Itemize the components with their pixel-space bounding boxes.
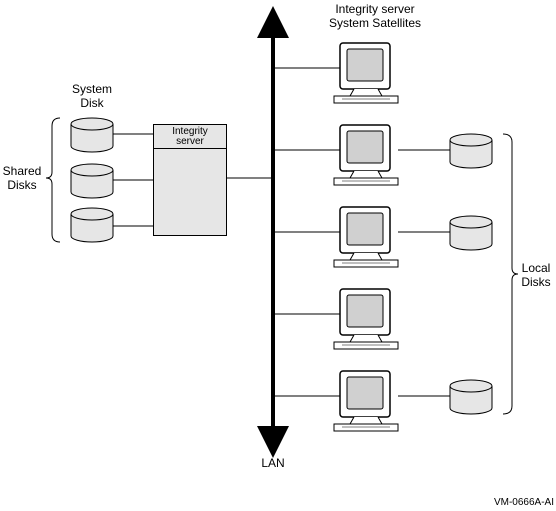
shared-disks-label-line2: Disks: [7, 178, 37, 192]
shared-disk-3: [70, 207, 114, 243]
satellite-1: [333, 42, 399, 104]
satellite-2: [333, 124, 399, 186]
local-disk-2: [449, 215, 493, 251]
satellites-title-line2: System Satellites: [328, 16, 422, 30]
server-label-line2: server: [176, 136, 204, 147]
local-disks-label-line1: Local: [521, 261, 551, 275]
satellite-3: [333, 206, 399, 268]
local-disks-label-line2: Disks: [521, 275, 551, 289]
server-label-line1: Integrity: [172, 126, 208, 137]
shared-disks-brace: [45, 117, 61, 243]
system-disk-label-line2: Disk: [80, 96, 104, 110]
shared-disks-label-line1: Shared: [2, 164, 42, 178]
local-disk-1: [449, 133, 493, 169]
shared-disk-1: [70, 117, 114, 153]
satellites-title-line1: Integrity server: [335, 2, 415, 16]
integrity-server-box: Integrity server: [153, 124, 227, 236]
satellite-4: [333, 288, 399, 350]
shared-disk-2: [70, 163, 114, 199]
local-disk-3: [449, 379, 493, 415]
lan-label: LAN: [261, 456, 285, 470]
figure-id-label: VM-0666A-AI: [493, 497, 554, 508]
local-disks-brace: [502, 133, 519, 415]
system-disk-label-line1: System: [71, 82, 112, 96]
satellite-5: [333, 370, 399, 432]
integrity-server-title: Integrity server: [154, 125, 226, 149]
